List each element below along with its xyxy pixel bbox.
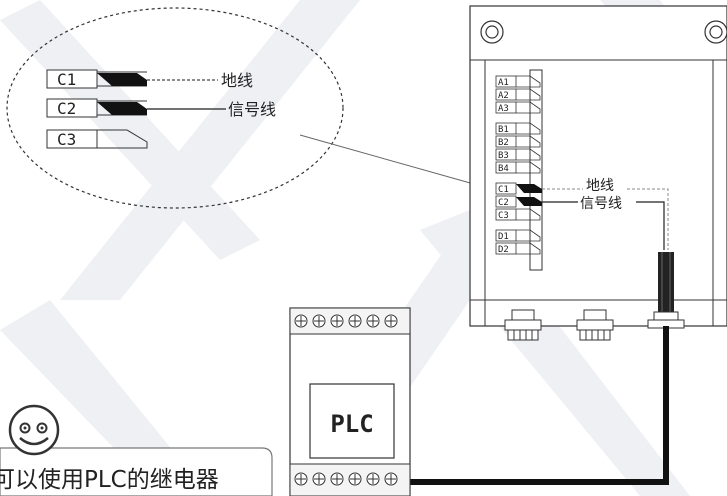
terminal-d2-label: D2 <box>498 245 509 255</box>
zoom-ground-label: 地线 <box>221 71 253 90</box>
terminal-b2-label: B2 <box>498 138 509 148</box>
terminal-a2-label: A2 <box>498 91 509 101</box>
cable-gland-left <box>504 309 542 341</box>
plc-module: PLC <box>289 307 411 496</box>
terminal-c1-label: C1 <box>498 185 509 195</box>
cable-gland-middle <box>576 309 614 341</box>
zoom-terminal-c3: C3 <box>46 129 148 149</box>
zoom-terminal-c2: C2 <box>46 98 147 118</box>
plc-bottom-terminals <box>294 472 398 486</box>
zoom-pointer-line <box>299 134 489 189</box>
terminal-c2: C2 <box>495 195 542 208</box>
terminal-a1-label: A1 <box>498 78 509 88</box>
enclosure-ground-label: 地线 <box>586 178 614 194</box>
terminal-c3: C3 <box>495 208 541 221</box>
terminal-d1-label: D1 <box>498 232 509 242</box>
callout-text: 可以使用PLC的继电器 <box>0 467 219 493</box>
label-bg-signal <box>578 194 636 210</box>
terminal-b3: B3 <box>495 148 541 161</box>
terminal-a3: A3 <box>495 101 541 114</box>
enclosure-signal-label: 信号线 <box>580 196 622 212</box>
plc-top-terminals <box>294 314 398 328</box>
zoom-terminal-c2-label: C2 <box>57 99 76 118</box>
terminal-b1: B1 <box>495 122 541 135</box>
terminal-b4-label: B4 <box>498 164 509 174</box>
terminal-b2: B2 <box>495 135 541 148</box>
zoom-terminal-c1-label: C1 <box>57 70 76 89</box>
terminal-a3-label: A3 <box>498 104 509 114</box>
terminal-b3-label: B3 <box>498 151 509 161</box>
callout-bubble: 可以使用PLC的继电器 <box>0 447 273 496</box>
terminal-d2: D2 <box>495 242 541 255</box>
plc-cable <box>406 326 669 485</box>
cable-sheath <box>658 252 674 314</box>
terminal-c1: C1 <box>495 182 542 195</box>
screw-top-right <box>704 20 727 44</box>
zoom-ellipse <box>6 7 344 209</box>
label-bg-ground <box>583 176 627 192</box>
zoom-signal-label: 信号线 <box>228 100 276 119</box>
terminal-a1: A1 <box>495 75 541 88</box>
terminal-a2: A2 <box>495 88 541 101</box>
zoom-terminal-c1: C1 <box>46 69 147 89</box>
terminal-d1: D1 <box>495 229 541 242</box>
terminal-b4: B4 <box>495 161 541 174</box>
terminal-c3-label: C3 <box>498 211 509 221</box>
terminal-b1-label: B1 <box>498 125 509 135</box>
plc-label: PLC <box>330 410 373 438</box>
screw-top-left <box>480 20 504 44</box>
zoom-terminal-c3-label: C3 <box>57 130 76 149</box>
terminal-strip: A1 A2 A3 B1 B2 B3 B4 <box>495 75 542 255</box>
smiley-icon <box>8 404 60 456</box>
terminal-c2-label: C2 <box>498 198 509 208</box>
